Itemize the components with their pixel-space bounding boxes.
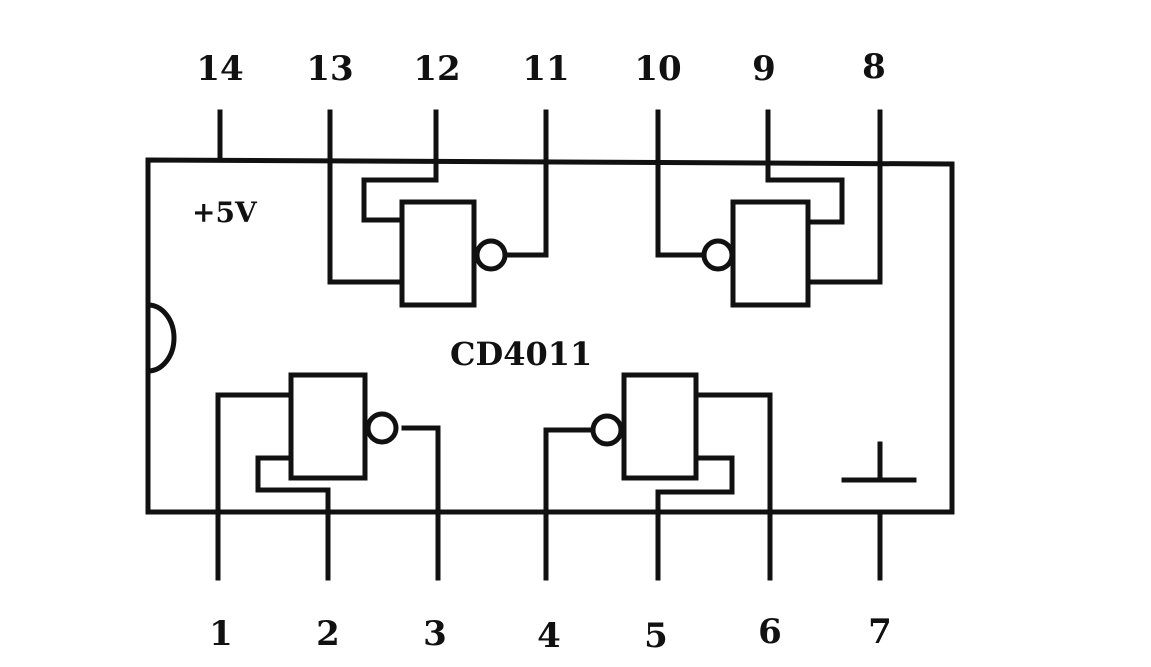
wire-pin12-gate-a <box>361 159 439 223</box>
pin-number-top: 11 <box>522 49 569 89</box>
ic-package <box>145 157 955 515</box>
nand-gate-c <box>288 372 399 481</box>
nand-gate-b <box>701 199 811 308</box>
gate-b-body <box>730 199 811 308</box>
pin-number-top: 12 <box>413 49 460 89</box>
package-outline <box>145 157 955 515</box>
wire-pin2-gate-c <box>255 455 331 515</box>
pin-leads <box>215 109 883 581</box>
pin-number-bottom: 2 <box>316 614 340 654</box>
wire-pin9-gate-b <box>765 160 845 225</box>
wire-gate-b-pin10 <box>655 160 706 258</box>
wire-pin8-gate-b <box>805 161 883 285</box>
nand-gate-a <box>399 199 508 308</box>
pin-number-bottom: 7 <box>868 612 892 652</box>
pin-number-top: 13 <box>306 49 353 89</box>
pin-number-bottom: 4 <box>537 616 561 656</box>
pin-number-top: 9 <box>752 49 776 89</box>
wire-pin5-gate-d <box>655 455 735 515</box>
wire-gate-d-pin4 <box>543 427 594 515</box>
gate-c-body <box>288 372 368 481</box>
wire-gate-a-pin11 <box>504 159 549 258</box>
pin-number-bottom: 1 <box>209 614 233 654</box>
gate-b-inversion-bubble <box>701 238 735 272</box>
gate-d-inversion-bubble <box>590 413 624 447</box>
gate-d-body <box>621 372 699 481</box>
wire-pin1-gate-c <box>215 392 294 515</box>
pin-number-bottom: 6 <box>758 612 782 652</box>
nand-gate-d <box>590 372 699 481</box>
gate-a-body <box>399 199 477 308</box>
supply-label: +5V <box>192 196 258 229</box>
pin-number-top: 14 <box>196 49 243 89</box>
internal-wiring <box>215 158 917 515</box>
orientation-notch <box>145 302 177 374</box>
gate-a-inversion-bubble <box>474 238 508 272</box>
wire-pin13-gate-a <box>327 158 405 285</box>
wire-gate-c-pin3 <box>401 425 441 515</box>
pin-number-bottom: 5 <box>644 616 668 656</box>
pin-number-top: 8 <box>862 47 886 87</box>
pin-number-bottom: 3 <box>423 614 447 654</box>
wire-pin6-gate-d <box>693 392 773 515</box>
pin-number-top: 10 <box>634 49 681 89</box>
chip-name-label: CD4011 <box>450 335 592 373</box>
gate-c-inversion-bubble <box>365 411 399 445</box>
